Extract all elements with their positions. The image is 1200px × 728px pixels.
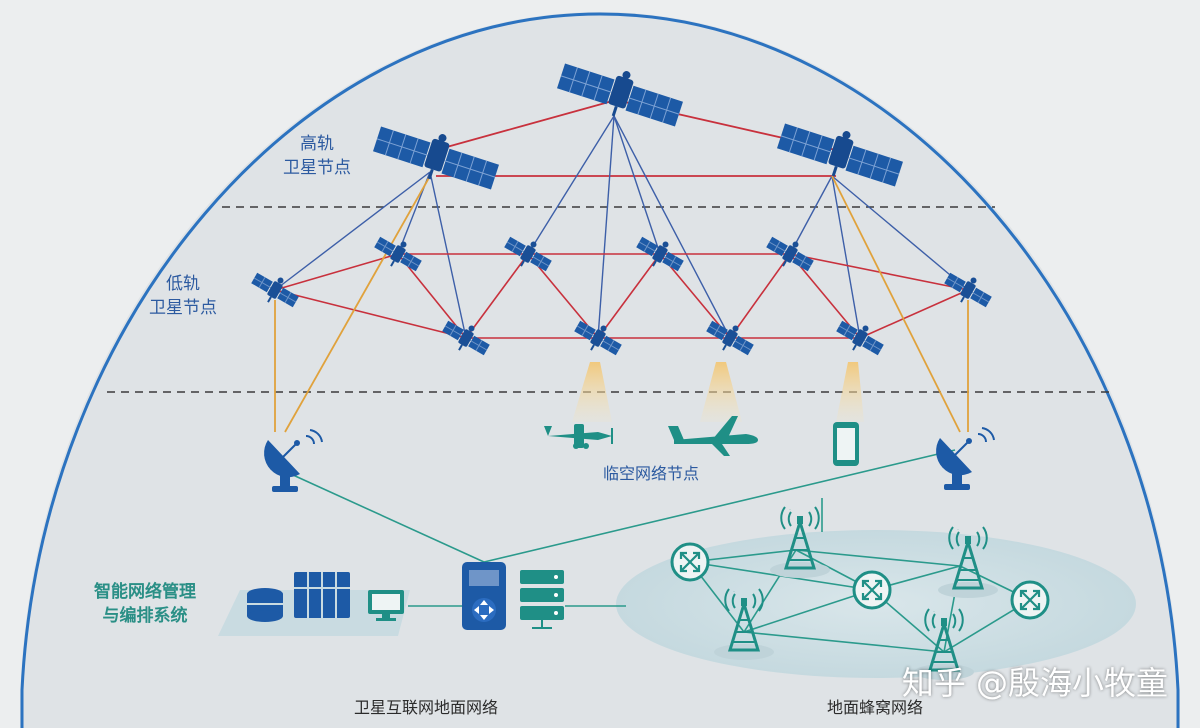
leo-nodes-label-line2: 卫星节点 (149, 298, 217, 318)
dome-outline (20, 12, 1180, 728)
geo-nodes-label-line1: 高轨 (300, 134, 334, 154)
router-icon-2 (852, 570, 892, 610)
jet-plane-icon (668, 416, 758, 456)
ground-links (274, 175, 969, 433)
management-system-label-line1: 智能网络管理 (94, 582, 196, 602)
propeller-plane-icon (544, 424, 613, 449)
management-system-label-line2: 与编排系统 (102, 606, 188, 626)
database-icon (247, 588, 283, 622)
beam-2 (700, 362, 742, 422)
leo-links (274, 253, 969, 339)
beam-1 (572, 362, 612, 422)
router-icon-3 (1010, 580, 1050, 620)
beam-3 (836, 362, 864, 422)
cellular-network-label: 地面蜂窝网络 (826, 698, 923, 717)
aerial-nodes-label: 临空网络节点 (602, 464, 699, 483)
network-controller-icon (462, 562, 506, 630)
management-system-label: 智能网络管理 与编排系统 (70, 580, 220, 628)
server-stack-icon (520, 570, 564, 629)
smartphone-icon (833, 422, 859, 466)
geo-nodes-label-line2: 卫星节点 (283, 158, 351, 178)
leo-nodes-label-line1: 低轨 (166, 274, 200, 294)
watermark: 知乎 @殷海小牧童 (901, 664, 1168, 702)
geo-nodes-label: 高轨 卫星节点 (262, 132, 372, 180)
router-icon-1 (670, 542, 710, 582)
cross-links (274, 115, 969, 339)
monitor-icon (368, 590, 404, 621)
server-rack-icon (294, 572, 350, 618)
leo-nodes-label: 低轨 卫星节点 (128, 272, 238, 320)
satellite-ground-network-label: 卫星互联网地面网络 (353, 698, 498, 717)
